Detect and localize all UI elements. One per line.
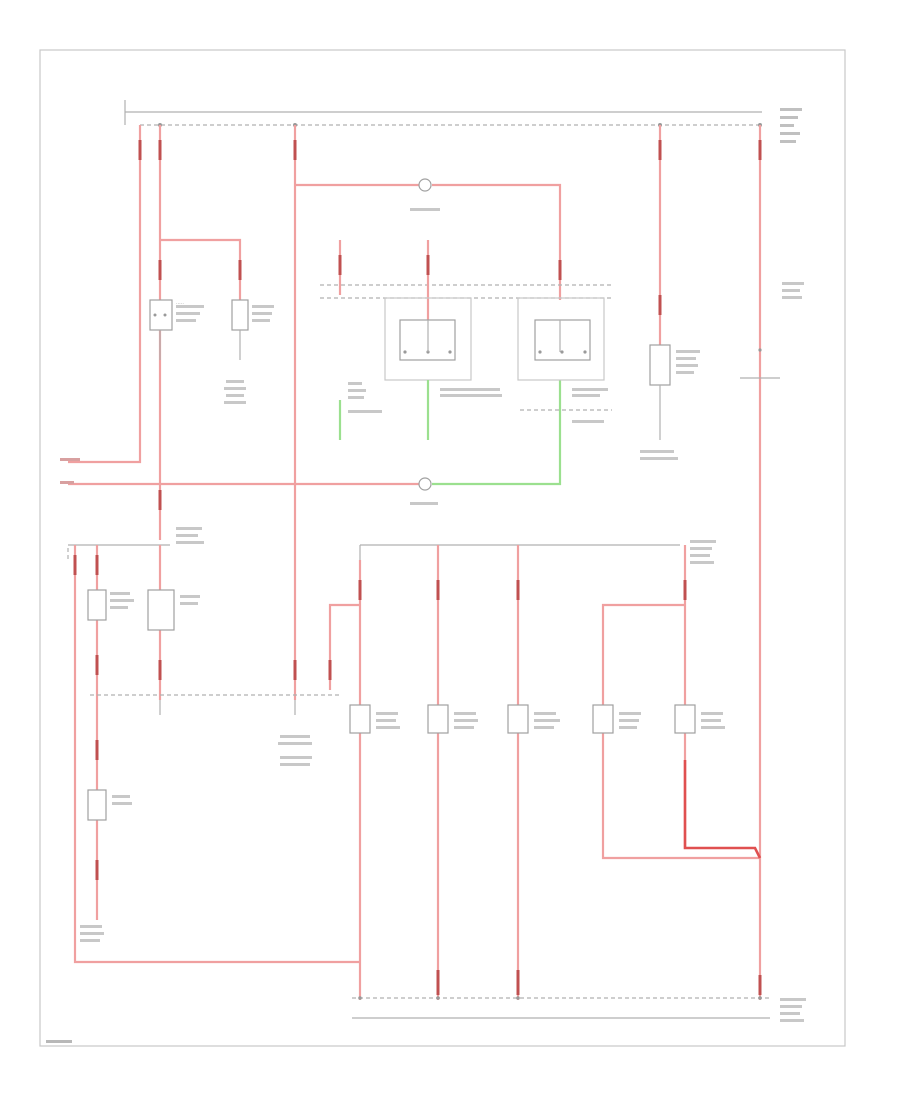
- switch-block-right: [517, 297, 605, 381]
- left-column-wires: ·····: [68, 125, 274, 540]
- mid-lamp: [418, 477, 432, 491]
- mid-horizontal-wires: [60, 380, 562, 505]
- switch-blocks: [320, 240, 612, 440]
- label-top-right: [780, 108, 802, 143]
- lower-lamps: [328, 545, 762, 1000]
- left-lower-block: [67, 527, 360, 964]
- top-lamp: [418, 178, 432, 192]
- right-relay: [649, 344, 671, 386]
- connector-bar-right: [359, 540, 716, 690]
- diagram-frame: [39, 49, 846, 1047]
- left-component-2: [231, 299, 249, 331]
- top-bus: [124, 100, 762, 127]
- left-component-1: [149, 299, 173, 331]
- svg-text:·····: ·····: [176, 301, 184, 307]
- center-column: [278, 125, 562, 766]
- right-column: [640, 125, 804, 1000]
- bottom-bus: [352, 996, 806, 1022]
- footer-code: [46, 1040, 72, 1043]
